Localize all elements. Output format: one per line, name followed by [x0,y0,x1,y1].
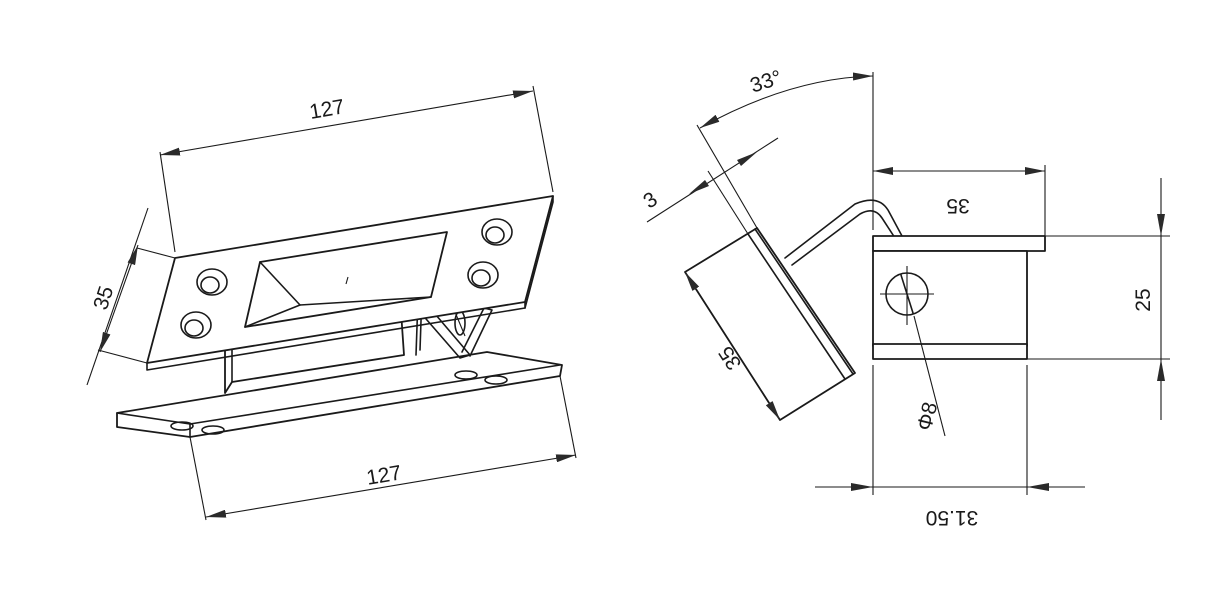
dim-angle: 33° [699,66,874,129]
dim-width: 35 [86,207,176,386]
dim-pin-diameter-label: Φ8 [913,400,942,433]
dim-top-length-label: 127 [308,95,346,124]
base-block [872,235,1046,437]
dim-leaf-width-top: 35 [873,165,1046,236]
left-isometric-view: 127 35 127 [86,85,577,521]
spring-arm [784,199,903,266]
dim-pin-diameter: Φ8 [913,400,942,433]
dim-offset: 31.50 [815,365,1085,529]
top-leaf-plate [146,195,554,371]
dim-thickness: 3 [639,137,779,223]
dim-height-label: 25 [1132,288,1155,311]
dim-bottom-length: 127 [189,375,577,521]
top-plate-holes [180,218,513,339]
tilted-leaf [684,124,856,421]
dim-height: 25 [1027,178,1170,420]
dim-offset-label: 31.50 [926,506,979,529]
dim-leaf-width-top-label: 35 [946,194,969,217]
right-side-view: 33° 3 35 35 25 [639,66,1170,529]
dim-bottom-length-label: 127 [365,461,403,489]
dim-thickness-label: 3 [639,188,661,214]
